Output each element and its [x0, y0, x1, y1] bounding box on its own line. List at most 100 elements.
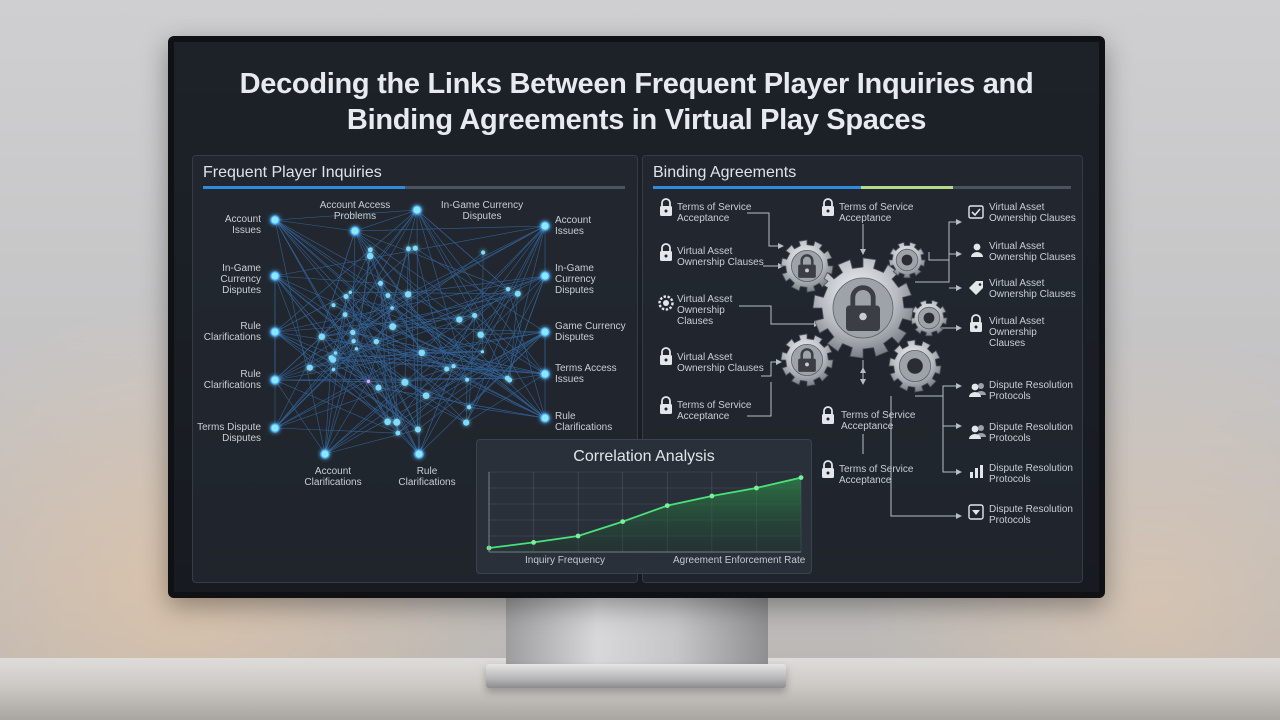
users-icon: [969, 425, 986, 439]
network-edge: [321, 293, 518, 337]
network-edge: [392, 326, 399, 434]
network-edge: [480, 334, 546, 375]
x-axis-label: Inquiry Frequency: [525, 555, 606, 566]
network-node: [385, 293, 391, 298]
tag-icon: [969, 281, 983, 295]
lock-icon: [822, 198, 834, 216]
agreements-flow-diagram: [739, 212, 962, 519]
network-edge: [391, 225, 546, 309]
network-node: [401, 378, 409, 386]
chart-series-line: [488, 476, 802, 549]
network-node: [366, 379, 370, 383]
page-title: Decoding the Links Between Frequent Play…: [174, 66, 1099, 138]
network-edge: [375, 341, 399, 434]
network-edge: [321, 336, 334, 370]
network-edge: [324, 381, 369, 455]
network-edge: [274, 219, 447, 370]
network-edge: [425, 351, 483, 396]
inquiry-node: [540, 271, 550, 281]
network-node: [456, 316, 463, 323]
network-edge: [378, 387, 546, 419]
network-edge: [425, 368, 447, 396]
network-node: [472, 313, 478, 318]
network-edge: [274, 275, 470, 408]
gear-icon: [812, 257, 914, 359]
network-edge: [274, 379, 405, 383]
inquiries-accent-bar: [203, 186, 405, 189]
network-edge: [321, 336, 419, 430]
network-node: [412, 245, 418, 251]
lock-icon: [822, 406, 834, 424]
inquiry-node: [270, 423, 280, 433]
network-edge: [509, 373, 546, 381]
network-edge: [509, 293, 519, 381]
network-edge: [345, 296, 420, 455]
network-edge: [354, 225, 546, 232]
network-node: [422, 392, 430, 399]
network-node: [505, 287, 511, 292]
network-edge: [354, 230, 394, 327]
network-edge: [465, 275, 546, 423]
network-edge: [354, 230, 475, 316]
network-edge: [416, 209, 509, 290]
gear-icon: [780, 333, 834, 387]
chart-point: [664, 503, 670, 508]
network-node: [390, 306, 394, 310]
network-edge: [446, 315, 475, 370]
network-edge: [380, 283, 394, 327]
network-node: [393, 418, 401, 426]
network-edge: [391, 209, 418, 309]
network-node: [331, 367, 336, 372]
lock-icon: [798, 348, 816, 372]
network-edge: [321, 209, 418, 337]
network-edge: [333, 252, 484, 370]
network-edge: [274, 275, 406, 383]
network-edge: [333, 359, 546, 375]
network-edge: [344, 314, 420, 455]
network-edge: [335, 352, 419, 430]
network-edge: [416, 209, 546, 375]
network-edge: [370, 249, 460, 320]
network-node: [395, 430, 401, 436]
lock-icon: [846, 285, 880, 331]
network-edge: [274, 379, 326, 455]
network-edge: [468, 315, 475, 408]
network-edge: [274, 292, 351, 333]
inquiry-node: [270, 271, 280, 281]
lock-icon: [660, 198, 672, 216]
chart-point: [709, 493, 715, 499]
network-edge: [335, 307, 393, 354]
agreements-accent-bar: [653, 186, 861, 189]
agreements-panel-title: Binding Agreements: [653, 164, 797, 181]
network-edge: [404, 382, 467, 423]
network-edge: [344, 296, 347, 315]
inquiry-node: [350, 226, 360, 236]
network-edge: [417, 331, 546, 430]
lock-icon: [660, 347, 672, 365]
network-edge: [274, 219, 356, 232]
network-node: [343, 294, 349, 299]
agreements-bar-track: [953, 186, 1071, 189]
network-edge: [353, 340, 510, 381]
network-node: [389, 323, 397, 330]
network-edge: [324, 357, 332, 455]
network-edge: [321, 332, 353, 337]
network-node: [414, 426, 421, 433]
network-node: [373, 338, 379, 345]
network-edge: [408, 248, 420, 455]
network-edge: [376, 275, 546, 342]
lock-icon: [660, 396, 672, 414]
secondary-axis-label: Agreement Enforcement Rate: [673, 555, 806, 566]
network-edge: [418, 331, 546, 455]
network-edge: [446, 368, 468, 380]
network-edge: [321, 225, 546, 337]
